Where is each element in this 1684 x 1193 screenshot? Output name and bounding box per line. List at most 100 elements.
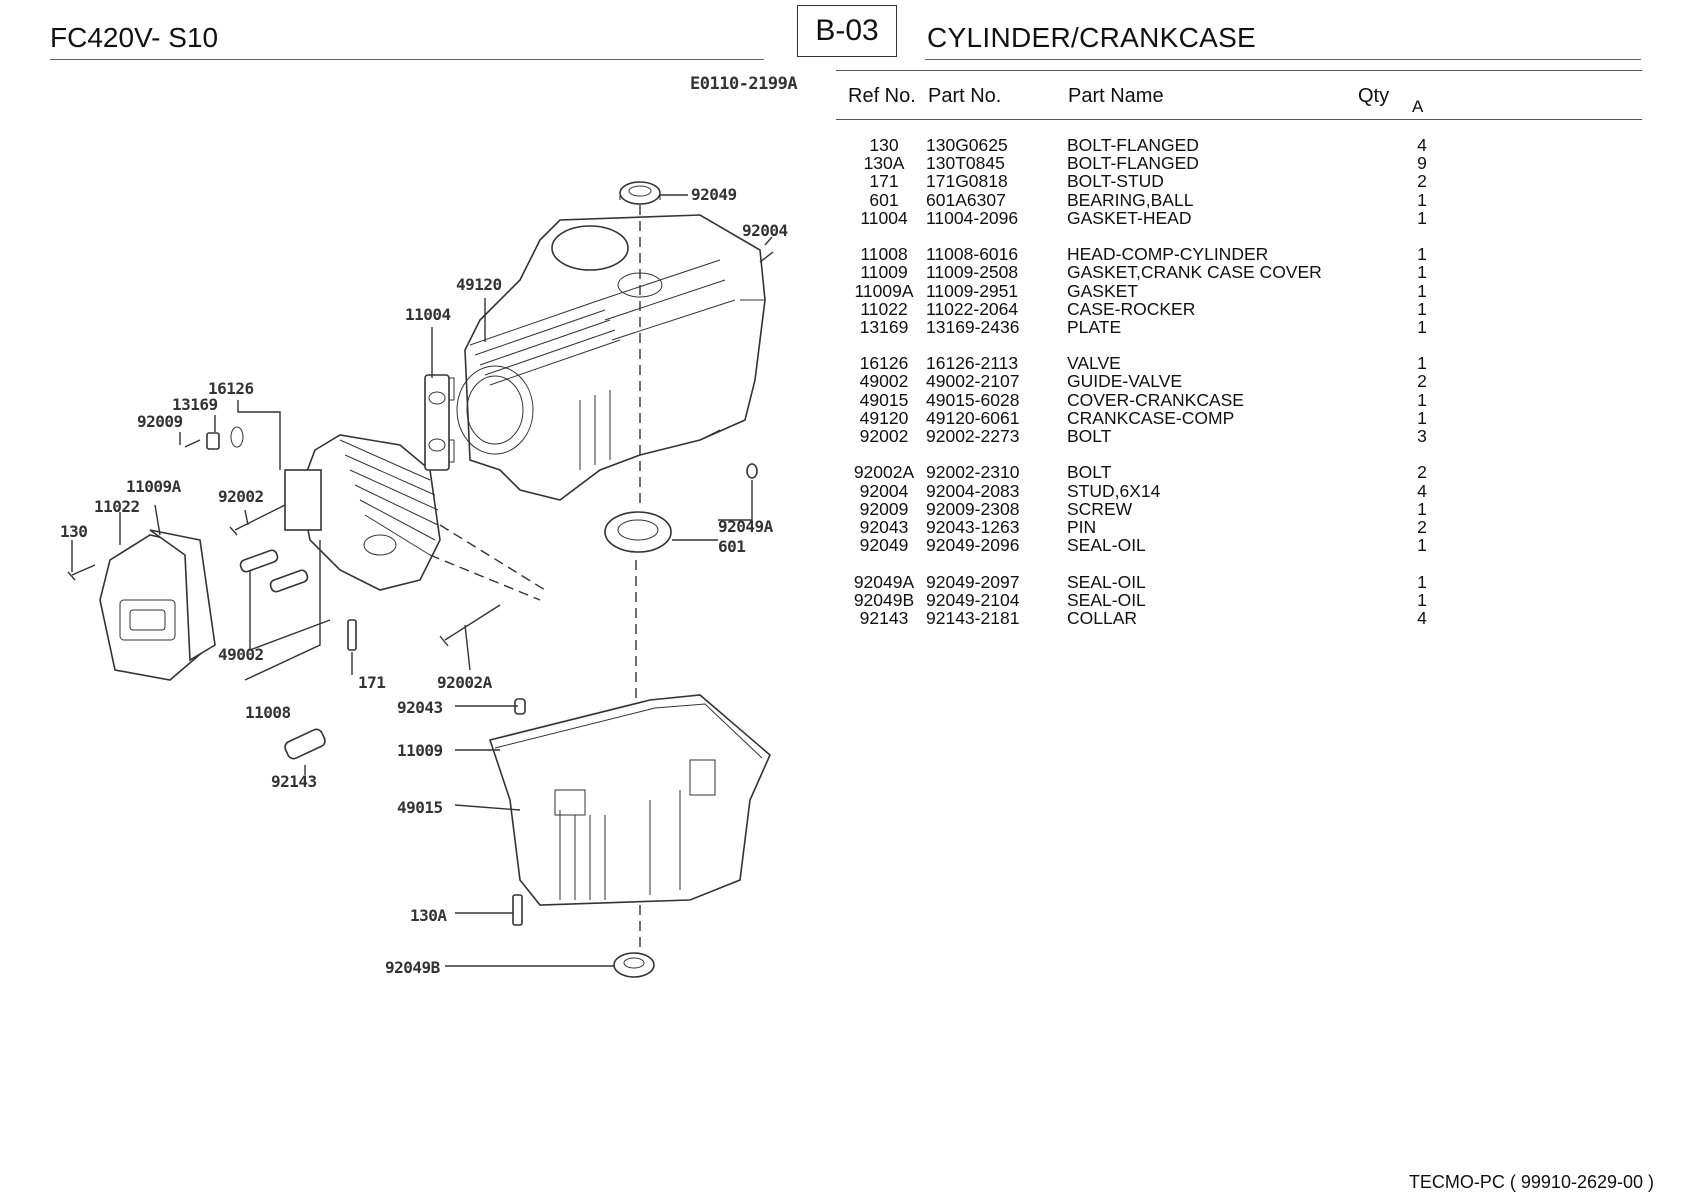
ref-cell: 92049 [859, 535, 909, 556]
callout-92049: 92049 [691, 185, 737, 204]
plate-drawing [206, 432, 220, 450]
part-no-cell: 11008-6016 [926, 244, 1019, 265]
part-name-cell: PLATE [1067, 316, 1122, 337]
callout-92049A: 92049A [718, 517, 774, 536]
qty-cell: 1 [1417, 316, 1427, 337]
part-name-cell: BOLT-STUD [1067, 171, 1164, 192]
footer-catalog-id: TECMO-PC ( 99910-2629-00 ) [1408, 1172, 1654, 1192]
header-rule-right [925, 59, 1641, 60]
qty-cell: 4 [1417, 607, 1427, 628]
exploded-parts-diagram: 92049 92004 49120 11004 16126 13169 9200… [60, 181, 788, 978]
part-name-cell: GUIDE-VALVE [1067, 371, 1183, 392]
ref-cell: 11004 [860, 207, 908, 228]
ref-cell: 11022 [860, 298, 908, 319]
qty-cell: 9 [1417, 153, 1427, 174]
part-name-cell: COLLAR [1067, 607, 1138, 628]
ref-cell: 92009 [859, 498, 909, 519]
qty-cell: 1 [1417, 407, 1427, 428]
ref-cell: 130A [863, 153, 905, 174]
part-no-cell: 92002-2310 [926, 462, 1020, 483]
part-name-cell: BOLT-FLANGED [1067, 135, 1199, 155]
gasket-rocker-drawing [149, 529, 216, 662]
ref-cell: 130 [869, 135, 899, 155]
part-name-cell: BOLT [1067, 426, 1112, 446]
section-title: CYLINDER/CRANKCASE [927, 22, 1257, 53]
callout-11022: 11022 [94, 497, 140, 516]
crankcase-drawing [429, 214, 766, 501]
table-row: 11022 11022-2064 CASE-ROCKER 1 [845, 300, 1645, 318]
part-name-cell: BOLT [1067, 462, 1112, 483]
part-no-cell: 49002-2107 [926, 371, 1020, 392]
part-no-cell: 92004-2083 [926, 480, 1020, 501]
qty-cell: 1 [1417, 189, 1427, 210]
part-name-cell: HEAD-COMP-CYLINDER [1067, 244, 1269, 265]
ref-cell: 16126 [859, 353, 909, 374]
table-top-rule [836, 70, 1642, 71]
callout-92004: 92004 [742, 221, 788, 240]
valve-drawing [230, 426, 244, 448]
ref-cell: 92049B [853, 589, 915, 610]
qty-cell: 1 [1417, 280, 1427, 301]
callout-92049B: 92049B [385, 958, 441, 977]
section-code-box: B-03 [797, 5, 897, 57]
callout-labels: 92049 92004 49120 11004 16126 13169 9200… [60, 185, 788, 977]
ref-cell: 92002A [853, 462, 915, 483]
qty-cell: 2 [1417, 462, 1427, 483]
part-name-cell: CRANKCASE-COMP [1067, 407, 1235, 428]
part-name-cell: COVER-CRANKCASE [1067, 389, 1244, 410]
part-no-cell: 92043-1263 [926, 516, 1020, 537]
header-rule-left [50, 59, 764, 60]
table-header-rule [836, 119, 1642, 120]
callout-92002A: 92002A [437, 673, 493, 692]
ref-cell: 49120 [859, 407, 909, 428]
oil-seal-top [619, 181, 661, 205]
part-no-cell: 130G0625 [926, 135, 1008, 155]
qty-cell: 1 [1417, 389, 1427, 410]
callout-130: 130 [60, 522, 87, 541]
part-name-cell: SEAL-OIL [1067, 535, 1146, 556]
ref-cell: 601 [869, 189, 899, 210]
part-name-cell: GASKET,CRANK CASE COVER [1067, 262, 1322, 283]
cylinder-head-drawing [284, 434, 441, 591]
part-no-cell: 11009-2951 [926, 280, 1019, 301]
table-row: 130A 130T0845 BOLT-FLANGED 9 [845, 154, 1645, 172]
stud-drawing [759, 251, 774, 263]
part-name-cell: CASE-ROCKER [1067, 298, 1196, 319]
oil-seal-b-drawing [613, 952, 655, 978]
qty-cell: 1 [1417, 535, 1427, 556]
qty-cell: 1 [1417, 571, 1427, 592]
bolt-92002-drawing [229, 504, 286, 536]
callout-171: 171 [358, 673, 385, 692]
table-row: 13169 13169-2436 PLATE 1 [845, 318, 1645, 336]
qty-cell: 1 [1417, 298, 1427, 319]
callout-92009: 92009 [137, 412, 183, 431]
ref-cell: 13169 [859, 316, 909, 337]
callout-49002: 49002 [218, 645, 264, 664]
callout-92002: 92002 [218, 487, 264, 506]
bolt-130-drawing [67, 564, 96, 581]
callout-130A: 130A [410, 906, 447, 925]
part-name-cell: BOLT-FLANGED [1067, 153, 1199, 174]
crankcase-cover-drawing [488, 694, 771, 906]
part-no-cell: 130T0845 [926, 153, 1005, 174]
part-name-cell: PIN [1067, 516, 1097, 537]
ref-cell: 171 [869, 171, 899, 192]
ref-cell: 49002 [859, 371, 909, 392]
part-no-cell: 16126-2113 [926, 353, 1019, 374]
ref-cell: 11009 [860, 262, 908, 283]
qty-cell: 1 [1417, 207, 1427, 228]
part-no-cell: 11022-2064 [926, 298, 1019, 319]
ref-cell: 11009A [854, 280, 914, 301]
part-no-cell: 92143-2181 [926, 607, 1020, 628]
part-no-cell: 13169-2436 [926, 316, 1020, 337]
